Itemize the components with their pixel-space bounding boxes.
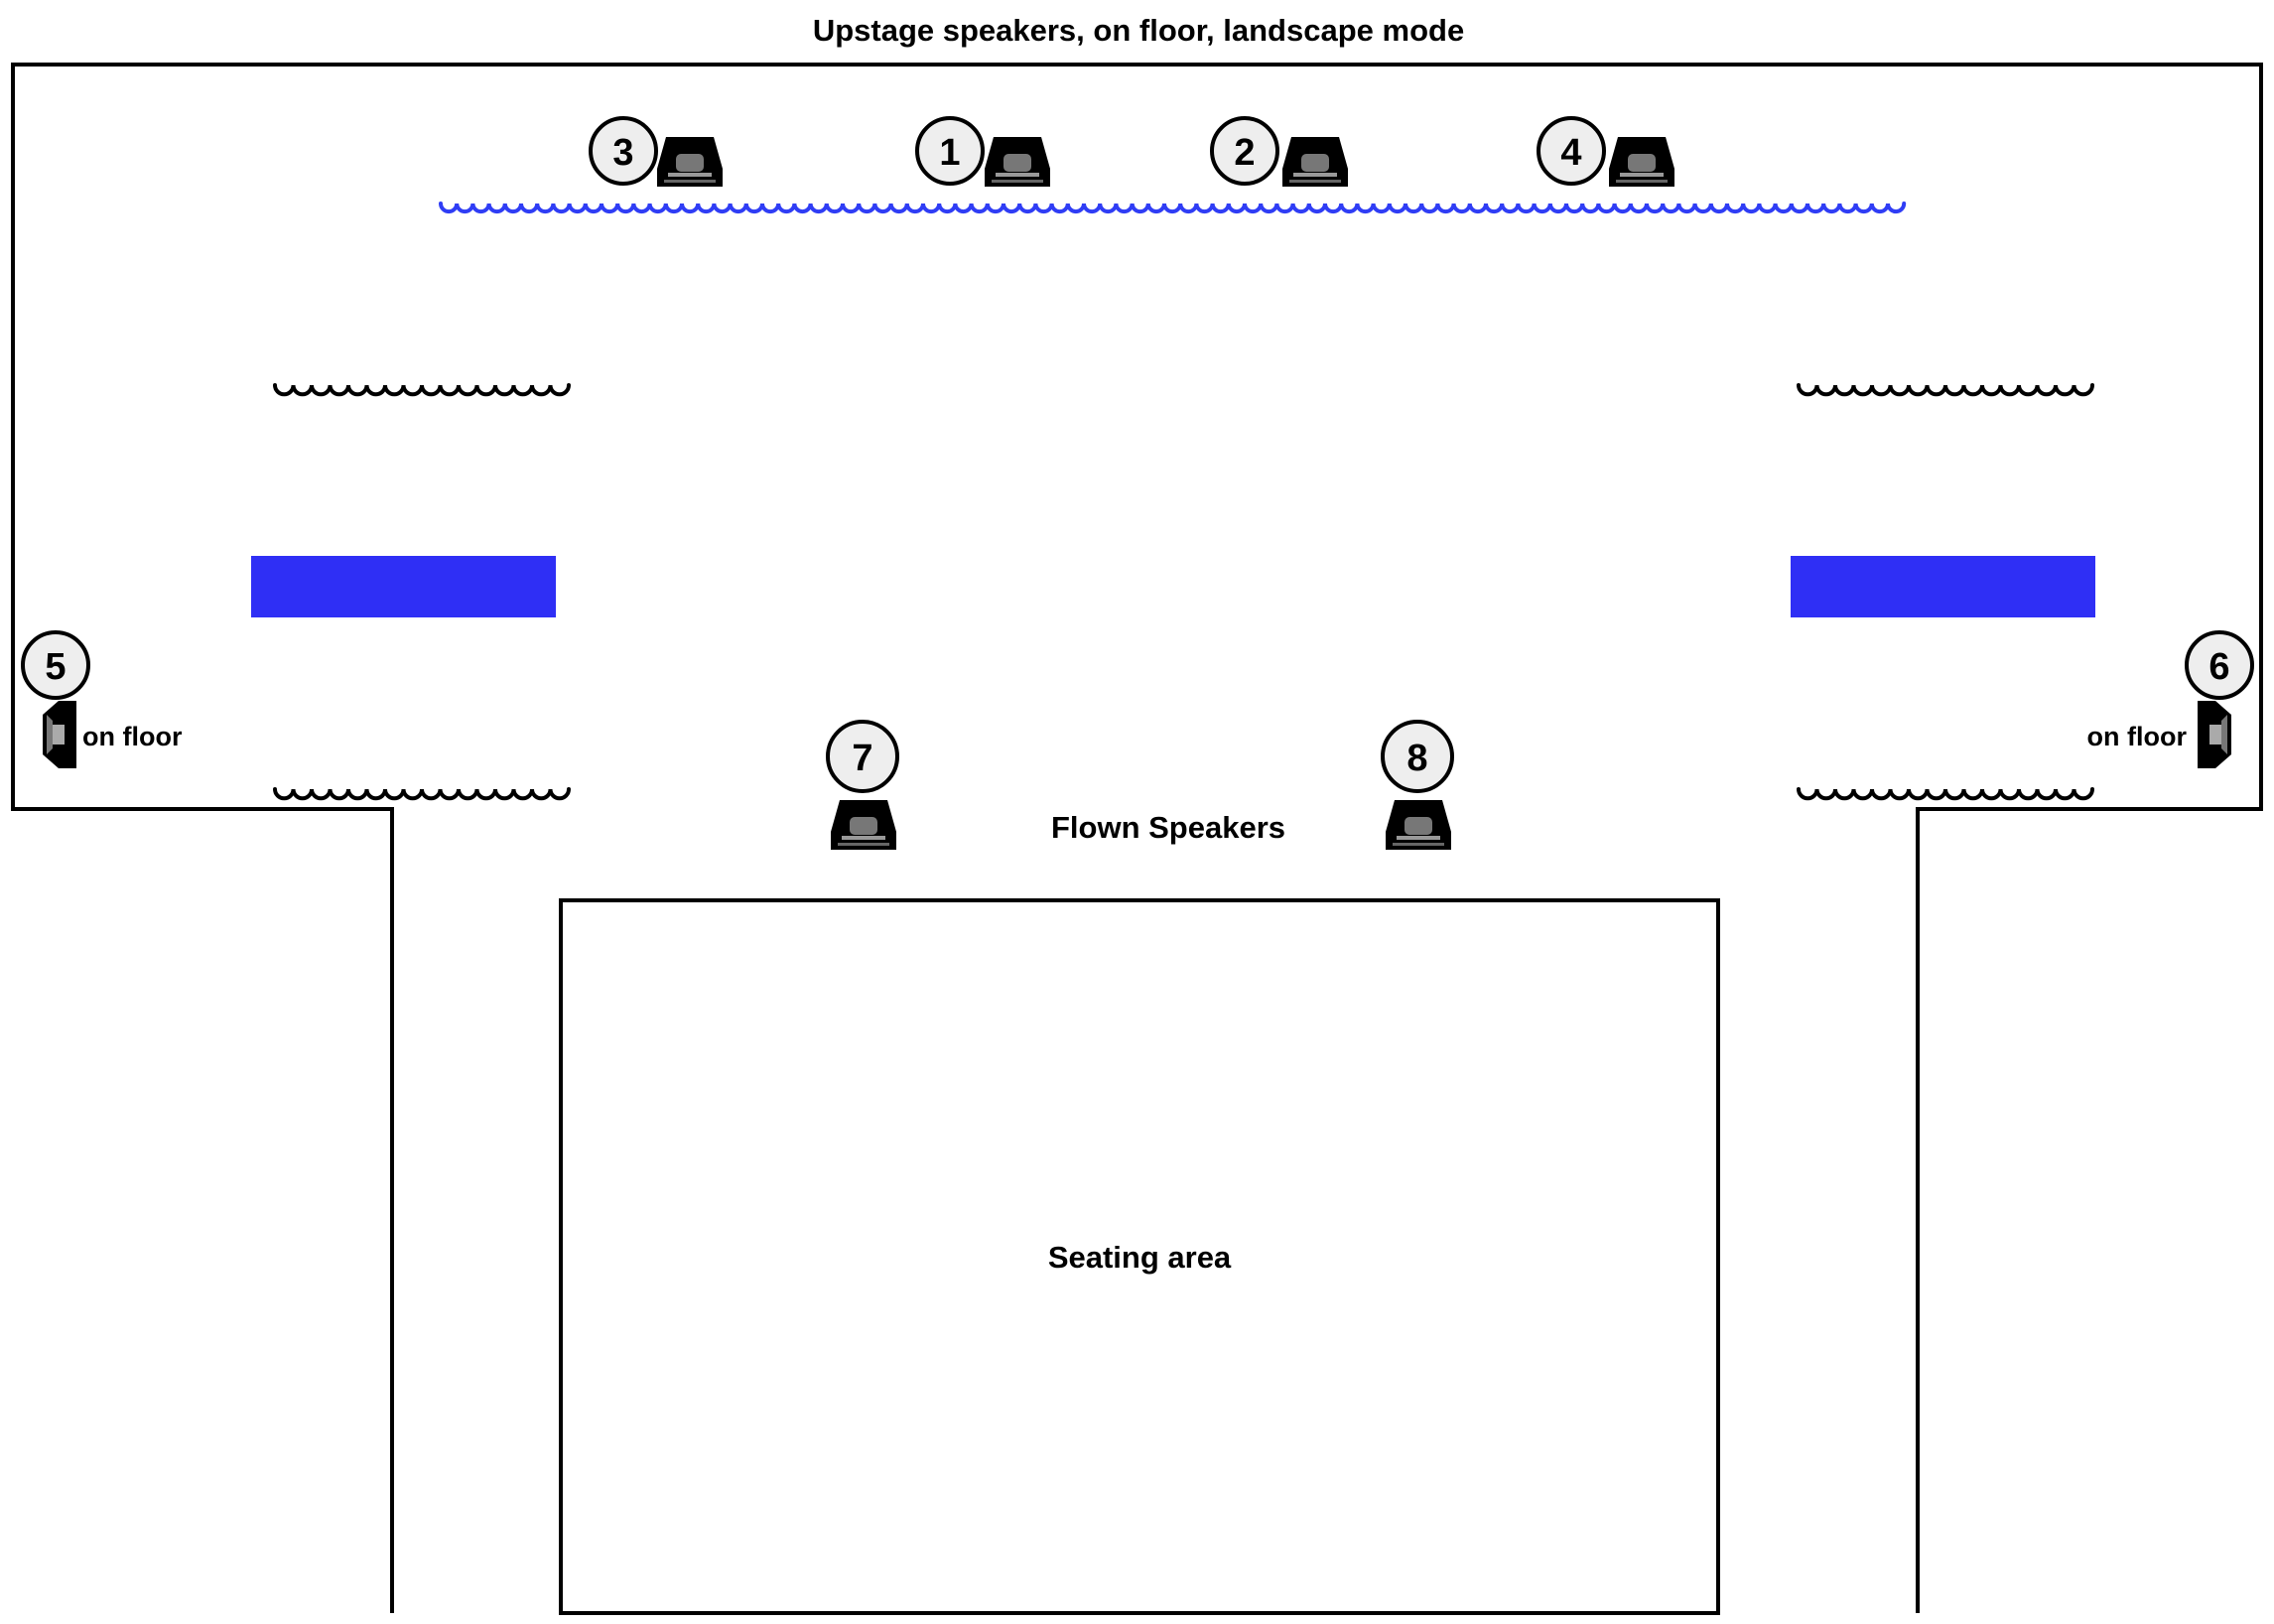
speaker-3-number: 3 (612, 132, 633, 174)
speaker-7-badge (826, 720, 899, 793)
speaker-4: 4 (1537, 116, 1674, 187)
speaker-6: 6 on floor (2087, 630, 2254, 768)
speaker-5-badge (21, 630, 90, 700)
speaker-8: 8 (1381, 720, 1454, 850)
speaker-1-number: 1 (939, 132, 960, 174)
speaker-6-icon (2198, 701, 2231, 768)
speaker-3: 3 (589, 116, 723, 187)
masking-panel-right (1791, 556, 2095, 617)
speaker-1: 1 (915, 116, 1050, 187)
speaker-1-icon (985, 137, 1050, 187)
speaker-4-icon (1609, 137, 1674, 187)
flown-speakers-label: Flown Speakers (1051, 810, 1285, 845)
curtain-leg-upstage-left (273, 383, 571, 397)
speaker-5-icon (43, 701, 76, 768)
speaker-6-badge (2185, 630, 2254, 700)
speaker-7: 7 (826, 720, 899, 850)
speaker-4-number: 4 (1560, 132, 1581, 174)
speaker-1-badge (915, 116, 985, 186)
speaker-8-badge (1381, 720, 1454, 793)
speaker-8-icon (1386, 800, 1451, 850)
speaker-8-number: 8 (1406, 738, 1427, 779)
speaker-6-on-floor-label: on floor (2087, 722, 2188, 751)
speaker-2-number: 2 (1234, 132, 1255, 174)
speaker-5-number: 5 (45, 646, 66, 688)
seating-area (559, 898, 1720, 1615)
speaker-2: 2 (1210, 116, 1348, 187)
upstage-curtain (439, 202, 1907, 214)
diagram-title: Upstage speakers, on floor, landscape mo… (813, 13, 1464, 48)
speaker-6-number: 6 (2208, 646, 2229, 688)
speaker-3-badge (589, 116, 658, 186)
speaker-5: 5 on floor (21, 630, 183, 768)
masking-panel-left (251, 556, 556, 617)
speaker-7-number: 7 (852, 738, 872, 779)
speaker-2-badge (1210, 116, 1279, 186)
speaker-7-icon (831, 800, 896, 850)
speaker-5-on-floor-label: on floor (82, 722, 183, 751)
curtain-leg-downstage-right (1797, 787, 2094, 801)
curtain-leg-downstage-left (273, 787, 571, 801)
stage-outline (11, 63, 2263, 1613)
speaker-2-icon (1282, 137, 1348, 187)
speaker-3-icon (657, 137, 723, 187)
curtain-leg-upstage-right (1797, 383, 2094, 397)
speaker-4-badge (1537, 116, 1606, 186)
seating-area-label: Seating area (1048, 1240, 1232, 1275)
